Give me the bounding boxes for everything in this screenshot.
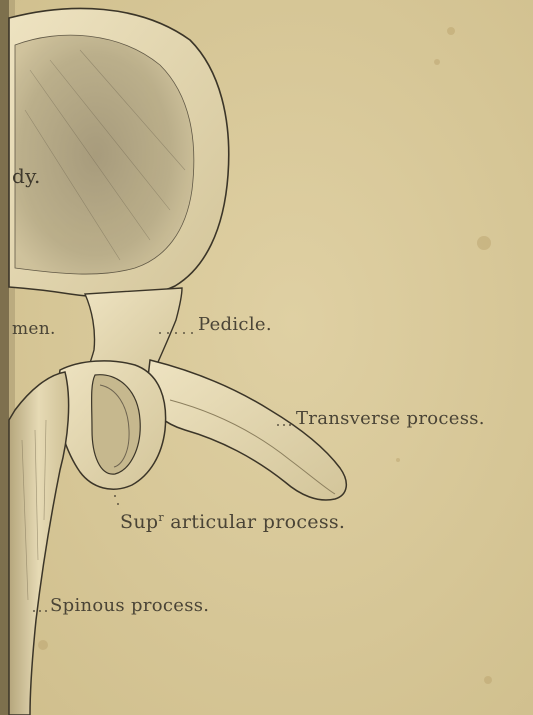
foramen-label: men. bbox=[12, 321, 56, 338]
vertebral-body bbox=[9, 8, 229, 297]
pedicle-label: Pedicle. bbox=[198, 316, 272, 334]
binding-edge bbox=[0, 0, 9, 715]
sup-rest: articular process. bbox=[164, 511, 345, 533]
transverse-process-label: Transverse process. bbox=[296, 410, 485, 428]
spinous-process-label: Spinous process. bbox=[50, 597, 209, 615]
body-label: dy. bbox=[12, 166, 41, 186]
superior-articular-process-label: Supr articular process. bbox=[120, 512, 345, 532]
sup-prefix: Sup bbox=[120, 511, 158, 533]
